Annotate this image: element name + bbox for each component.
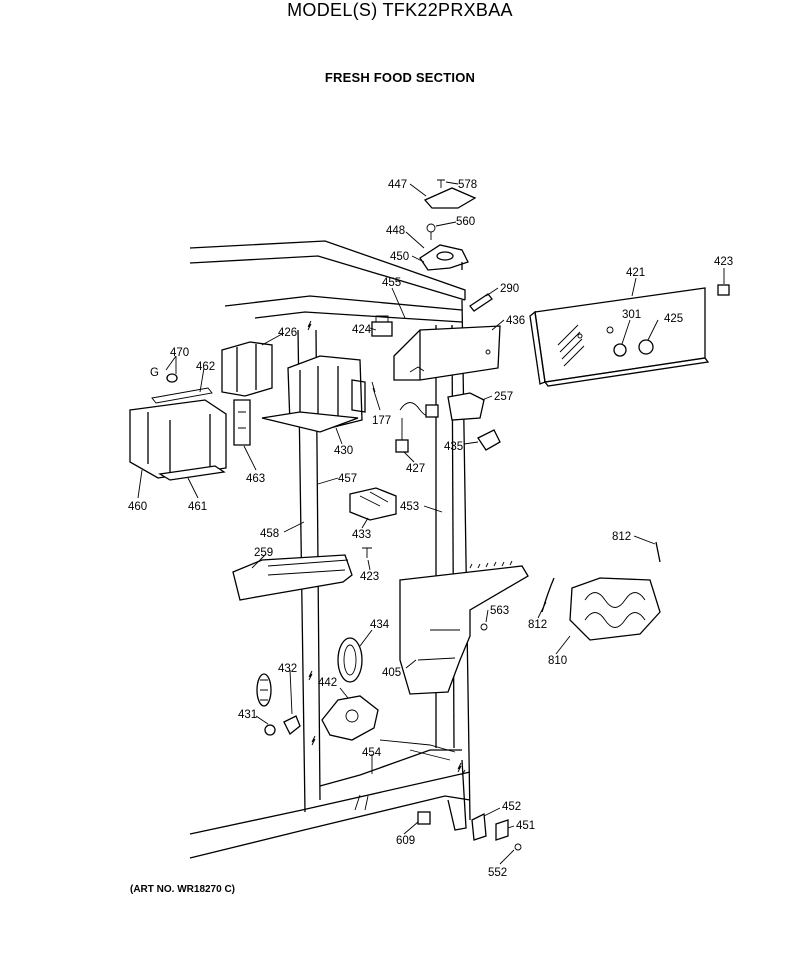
housing-436 — [393, 325, 501, 381]
fan-433 — [349, 487, 397, 558]
art-number: (ART NO. WR18270 C) — [130, 884, 236, 895]
callout-301: 301 — [622, 309, 641, 321]
callout-447: 447 — [388, 179, 407, 191]
fan-shroud-405 — [399, 560, 529, 695]
heater-810 — [541, 541, 661, 641]
callout-435: 435 — [444, 441, 463, 453]
callout-434: 434 — [370, 619, 390, 631]
callout-405: 405 — [382, 667, 401, 679]
callout-470: 470 — [170, 347, 189, 359]
callout-461: 461 — [188, 501, 207, 513]
callout-451: 451 — [516, 820, 535, 832]
callout-432: 432 — [278, 663, 297, 675]
duct-cover-259 — [232, 554, 353, 601]
callout-G: G — [150, 367, 159, 379]
callout-423-top: 423 — [714, 256, 733, 268]
callout-462: 462 — [196, 361, 215, 373]
callout-609: 609 — [396, 835, 415, 847]
callout-427: 427 — [406, 463, 425, 475]
callout-552: 552 — [488, 867, 507, 879]
bracket-426-430 — [221, 341, 366, 433]
callout-177: 177 — [372, 415, 391, 427]
callout-424: 424 — [352, 324, 372, 336]
wiring-parts — [371, 381, 501, 453]
callout-463: 463 — [246, 473, 265, 485]
callout-259: 259 — [254, 547, 273, 559]
callout-563: 563 — [490, 605, 509, 617]
callout-452: 452 — [502, 801, 521, 813]
callout-810: 810 — [548, 655, 567, 667]
fan-motor-parts — [256, 637, 379, 741]
callout-453: 453 — [400, 501, 419, 513]
callout-454: 454 — [362, 747, 382, 759]
callout-460: 460 — [128, 501, 147, 513]
callout-578: 578 — [458, 179, 477, 191]
callout-450: 450 — [390, 251, 409, 263]
leader-lines — [137, 181, 725, 865]
callout-455: 455 — [382, 277, 401, 289]
callout-430: 430 — [334, 445, 353, 457]
callout-436: 436 — [506, 315, 525, 327]
callout-812-lower: 812 — [528, 619, 547, 631]
top-hinge-assembly — [419, 179, 477, 271]
callout-457: 457 — [338, 473, 357, 485]
callout-257: 257 — [494, 391, 513, 403]
section-subtitle: FRESH FOOD SECTION — [324, 70, 476, 85]
callout-560: 560 — [456, 216, 475, 228]
left-housing-parts — [129, 373, 251, 481]
callout-423-lower: 423 — [360, 571, 379, 583]
callout-426: 426 — [278, 327, 297, 339]
lower-hinge-parts — [417, 811, 522, 851]
callout-448: 448 — [386, 225, 405, 237]
callout-431: 431 — [238, 709, 257, 721]
callout-421: 421 — [626, 267, 645, 279]
callout-290: 290 — [500, 283, 519, 295]
callout-812-upper: 812 — [612, 531, 631, 543]
callout-433: 433 — [352, 529, 371, 541]
callout-labels: 447 578 448 560 450 455 290 421 423 424 … — [128, 179, 733, 879]
callout-442: 442 — [318, 677, 337, 689]
callout-425: 425 — [664, 313, 683, 325]
control-panel-421 — [529, 287, 710, 387]
diagram-title: MODEL(S) TFK22PRXBAA — [287, 0, 513, 20]
callout-458: 458 — [260, 528, 279, 540]
small-parts-upper — [371, 284, 730, 337]
